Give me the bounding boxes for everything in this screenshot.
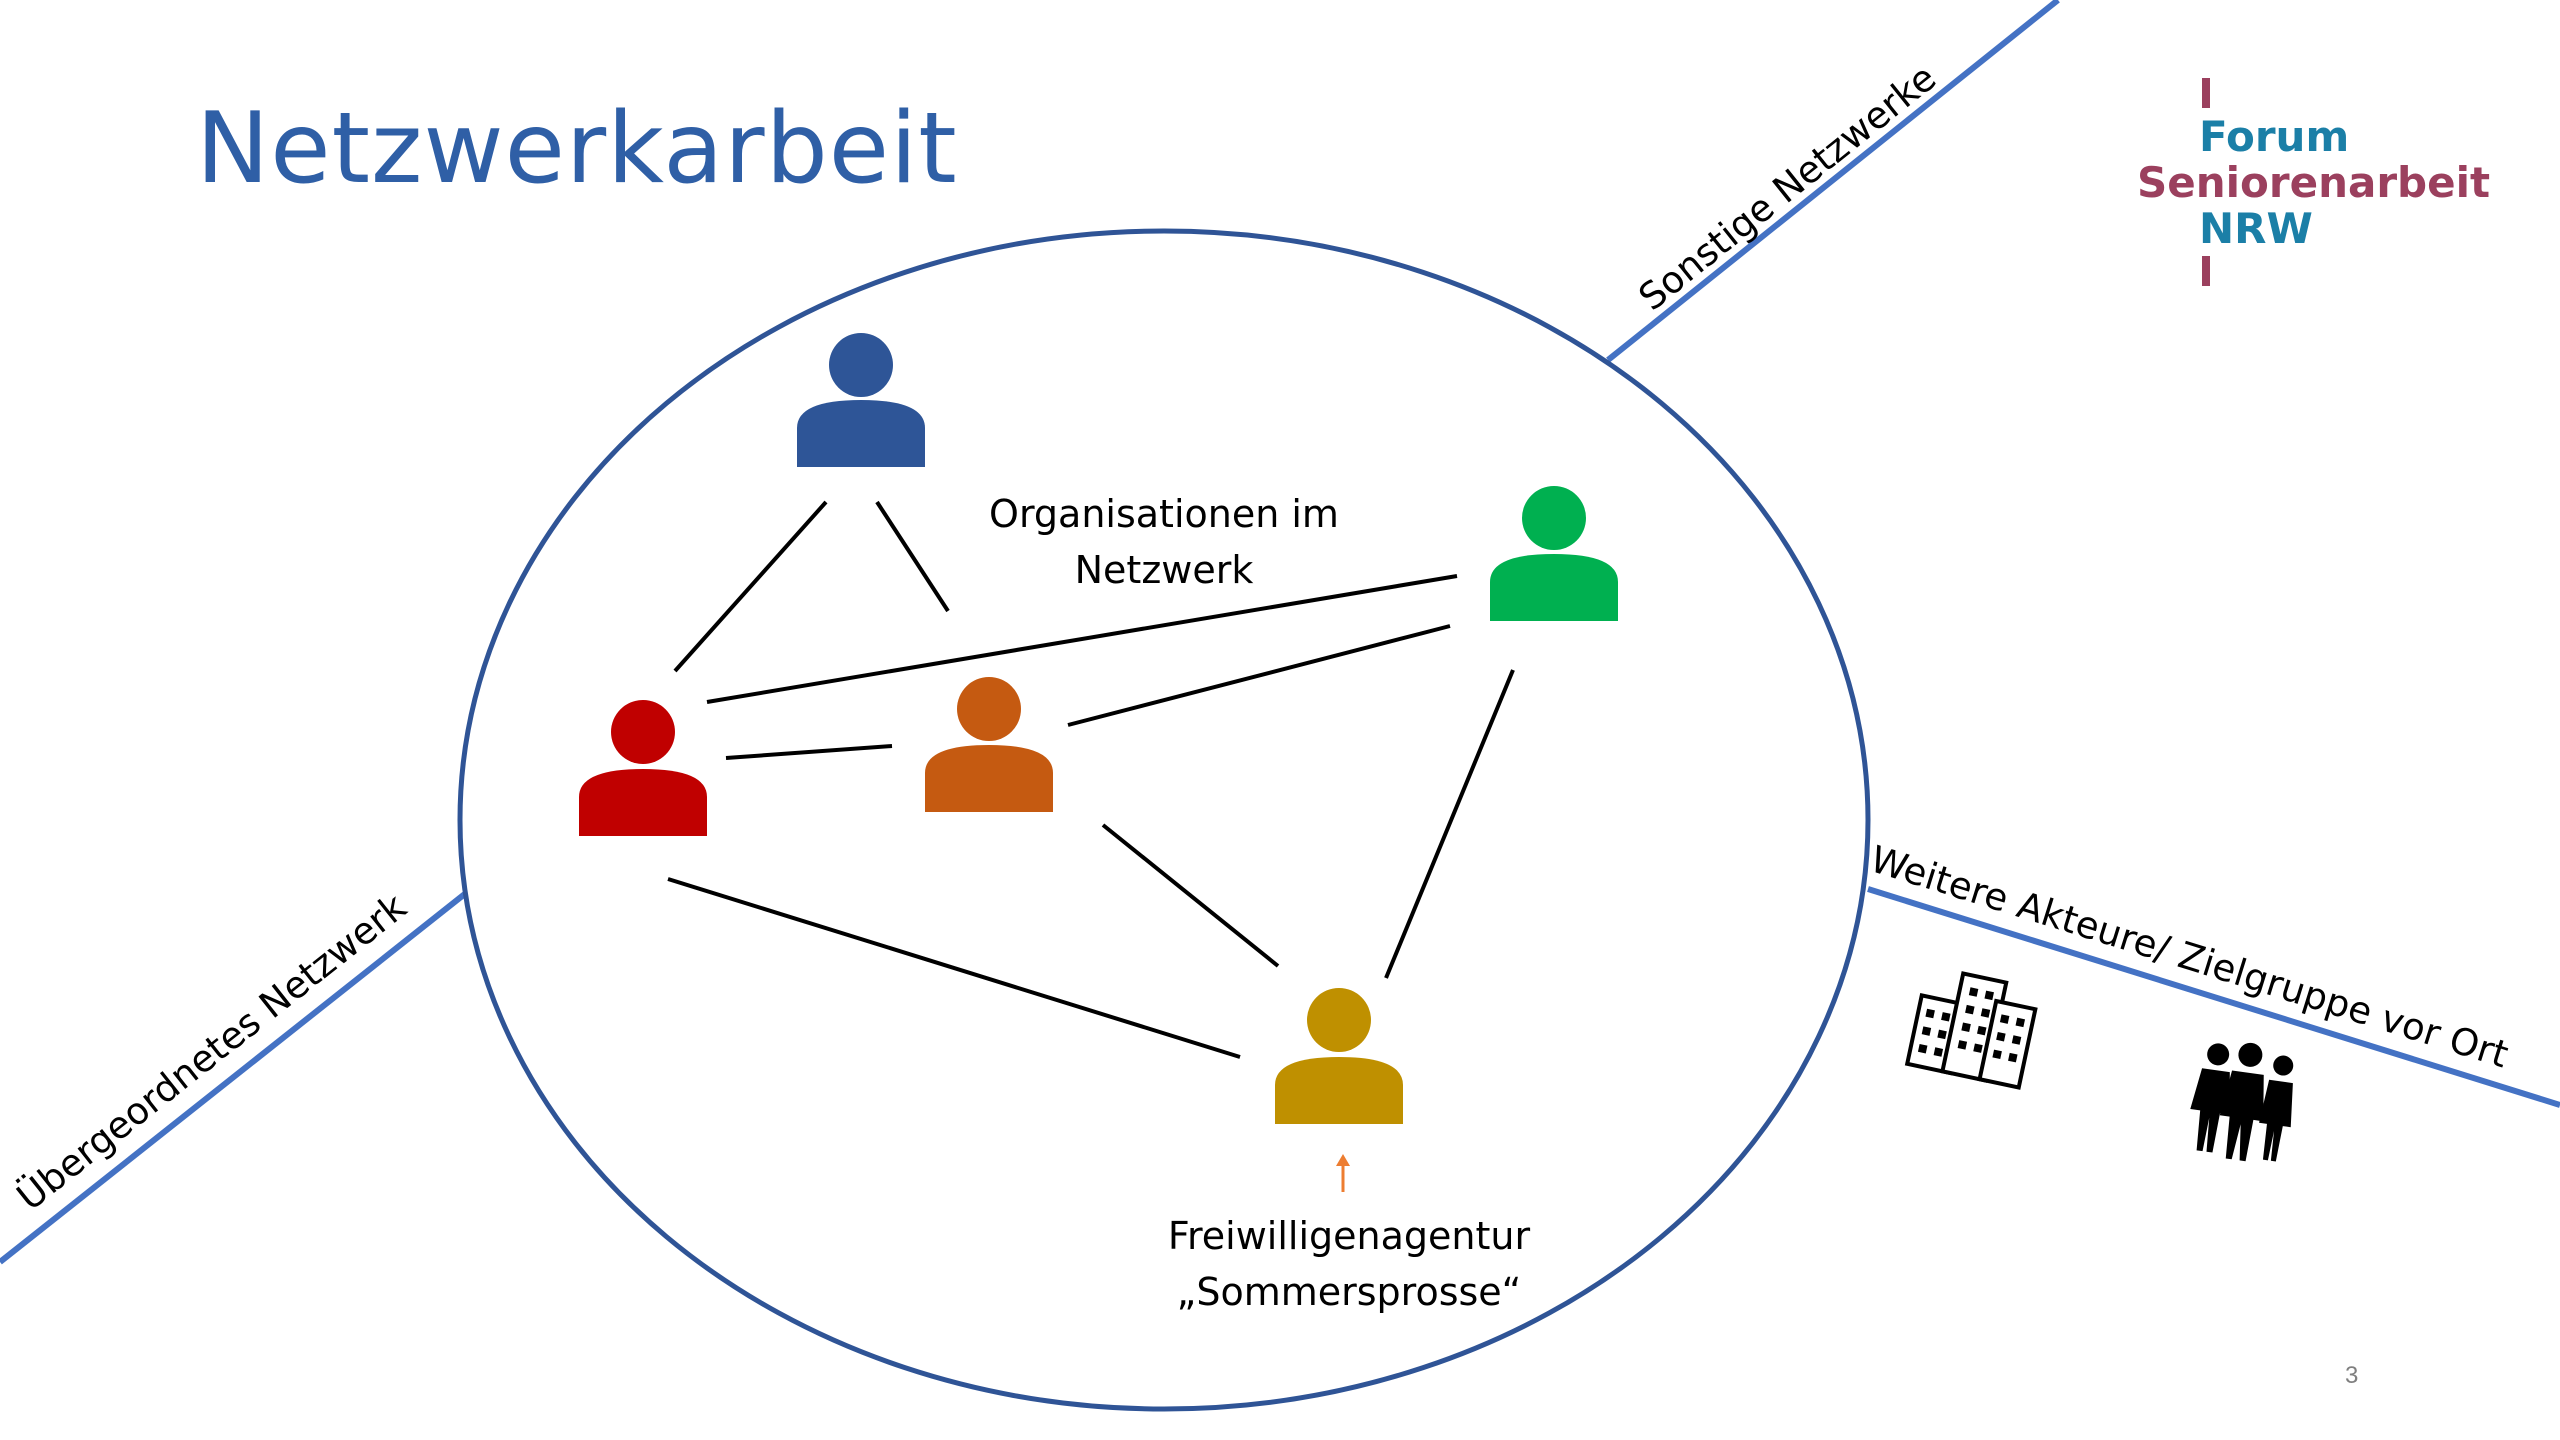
connections <box>667 500 1515 1059</box>
person-icon-gold <box>1275 988 1403 1124</box>
person-icon-orange <box>925 677 1053 812</box>
arrow-up-icon <box>1336 1154 1350 1192</box>
network-ellipse <box>457 228 1871 1412</box>
label-sonstige-netzwerke: Sonstige Netzwerke <box>1631 56 1944 319</box>
center-label-line1: Organisationen im <box>989 492 1339 536</box>
edge-red-green <box>706 574 1458 704</box>
logo-seniorenarbeit-text: Seniorenarbeit <box>2137 158 2491 207</box>
logo-bar-top <box>2202 78 2210 108</box>
edge-blue-red <box>673 500 828 673</box>
logo-bar-bottom <box>2202 256 2210 286</box>
edge-orange-green <box>1067 624 1451 727</box>
label-uebergeordnetes-netzwerk: Übergeordnetes Netzwerk <box>9 885 415 1219</box>
people-group-icon <box>2190 1042 2294 1162</box>
edge-red-gold <box>667 877 1241 1059</box>
line-uebergeordnetes-netzwerk <box>0 890 468 1265</box>
person-icon-red <box>579 700 707 836</box>
page-number: 3 <box>2345 1362 2359 1389</box>
edge-blue-partial <box>875 500 950 613</box>
person-icon-blue <box>797 333 925 467</box>
edge-green-gold <box>1384 669 1515 979</box>
edge-orange-gold <box>1101 823 1280 968</box>
freiwilligenagentur-label-line1: Freiwilligenagentur <box>1168 1214 1531 1258</box>
logo-nrw-text: NRW <box>2199 204 2313 253</box>
edge-red-orange <box>725 744 893 760</box>
freiwilligenagentur-label-line2: „Sommersprosse“ <box>1177 1270 1522 1314</box>
center-label-line2: Netzwerk <box>1075 548 1254 592</box>
line-weitere-akteure <box>1867 886 2560 1108</box>
slide-title: Netzwerkarbeit <box>196 92 958 206</box>
line-sonstige-netzwerke <box>1606 0 2060 363</box>
logo-forum-text: Forum <box>2199 112 2350 161</box>
person-icon-green <box>1490 486 1618 621</box>
buildings-icon <box>1904 971 2038 1090</box>
